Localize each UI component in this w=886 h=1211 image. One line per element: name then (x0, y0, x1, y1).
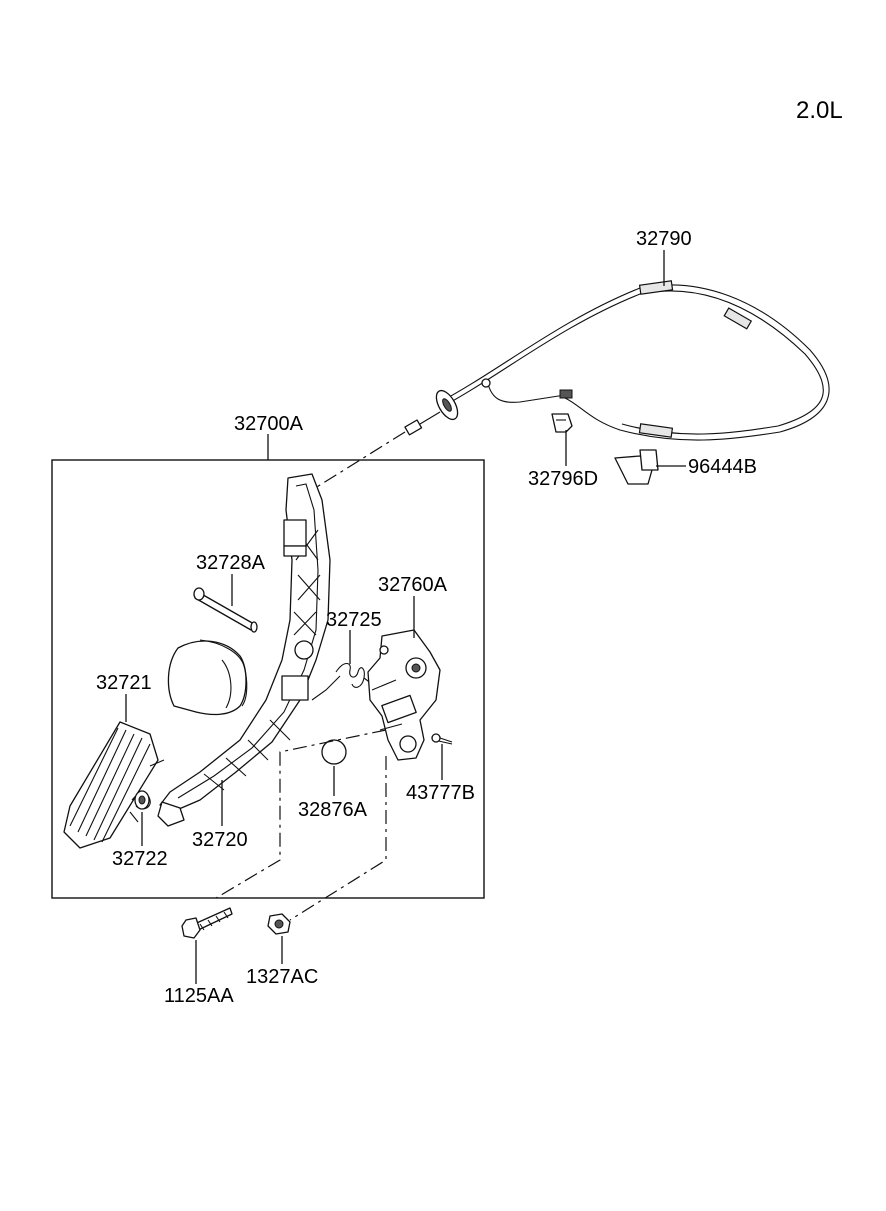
label-43777B: 43777B (406, 782, 475, 804)
nut-guide-line (289, 756, 387, 921)
label-32720: 32720 (192, 829, 248, 851)
stopper-part (321, 739, 347, 765)
pedal-arm-part (157, 473, 331, 827)
clamp-part (614, 449, 659, 485)
pedal-cover-part (167, 639, 248, 716)
label-32721: 32721 (96, 672, 152, 694)
label-32700A: 32700A (234, 413, 304, 435)
label-32722: 32722 (112, 848, 168, 870)
leader-lines (125, 250, 686, 984)
label-32728A: 32728A (196, 552, 266, 574)
label-96444B: 96444B (688, 456, 757, 478)
bracket-part (367, 629, 441, 761)
label-32760A: 32760A (378, 574, 448, 596)
cotter-pin-part (431, 733, 453, 745)
label-32790: 32790 (636, 228, 692, 250)
label-32876A: 32876A (298, 799, 368, 821)
engine-label: 2.0L (796, 97, 843, 124)
nut-part (267, 913, 291, 935)
label-32796D: 32796D (528, 468, 598, 490)
bushing-part (129, 790, 151, 823)
bolt-guide-line (215, 729, 387, 899)
pin-part (193, 587, 258, 633)
part-labels: 32790 32796D 96444B 32700A 32728A 32760A… (96, 228, 757, 1007)
pedal-pad-part (63, 721, 165, 849)
bracket-clip-part (551, 413, 573, 433)
label-32725: 32725 (326, 609, 382, 631)
label-1327AC: 1327AC (246, 966, 318, 988)
label-1125AA: 1125AA (164, 985, 234, 1007)
bolt-part (181, 907, 233, 939)
accelerator-cable (311, 280, 830, 491)
